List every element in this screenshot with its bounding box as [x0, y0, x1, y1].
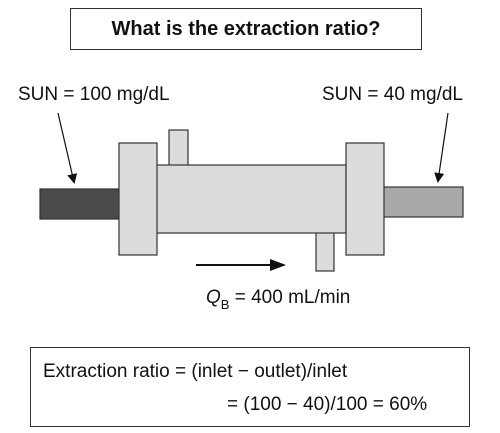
outlet-tube — [382, 186, 464, 218]
blood-flow-symbol: Q — [206, 287, 221, 308]
dialysate-port-bottom — [315, 230, 335, 272]
inlet-tube — [39, 188, 121, 220]
dialyzer-body — [155, 164, 347, 234]
formula-definition: Extraction ratio = (inlet − outlet)/inle… — [43, 361, 348, 382]
formula-calculation: = (100 − 40)/100 = 60% — [227, 394, 428, 415]
inlet-pointer-arrow — [57, 112, 78, 184]
outlet-pointer-arrow — [434, 112, 449, 183]
outlet-sun-label: SUN = 40 mg/dL — [322, 84, 463, 105]
inlet-sun-label: SUN = 100 mg/dL — [18, 84, 170, 105]
diagram-title: What is the extraction ratio? — [111, 17, 381, 40]
dialyzer-left-cap — [118, 142, 158, 256]
formula-box: Extraction ratio = (inlet − outlet)/inle… — [30, 347, 470, 427]
blood-flow-subscript: B — [220, 297, 230, 312]
blood-flow-label: QB = 400 mL/min — [206, 287, 351, 312]
dialyzer-right-cap — [345, 142, 385, 256]
title-box: What is the extraction ratio? — [70, 8, 422, 50]
blood-flow-value: = 400 mL/min — [229, 287, 351, 308]
dialysate-port-top — [168, 129, 189, 167]
